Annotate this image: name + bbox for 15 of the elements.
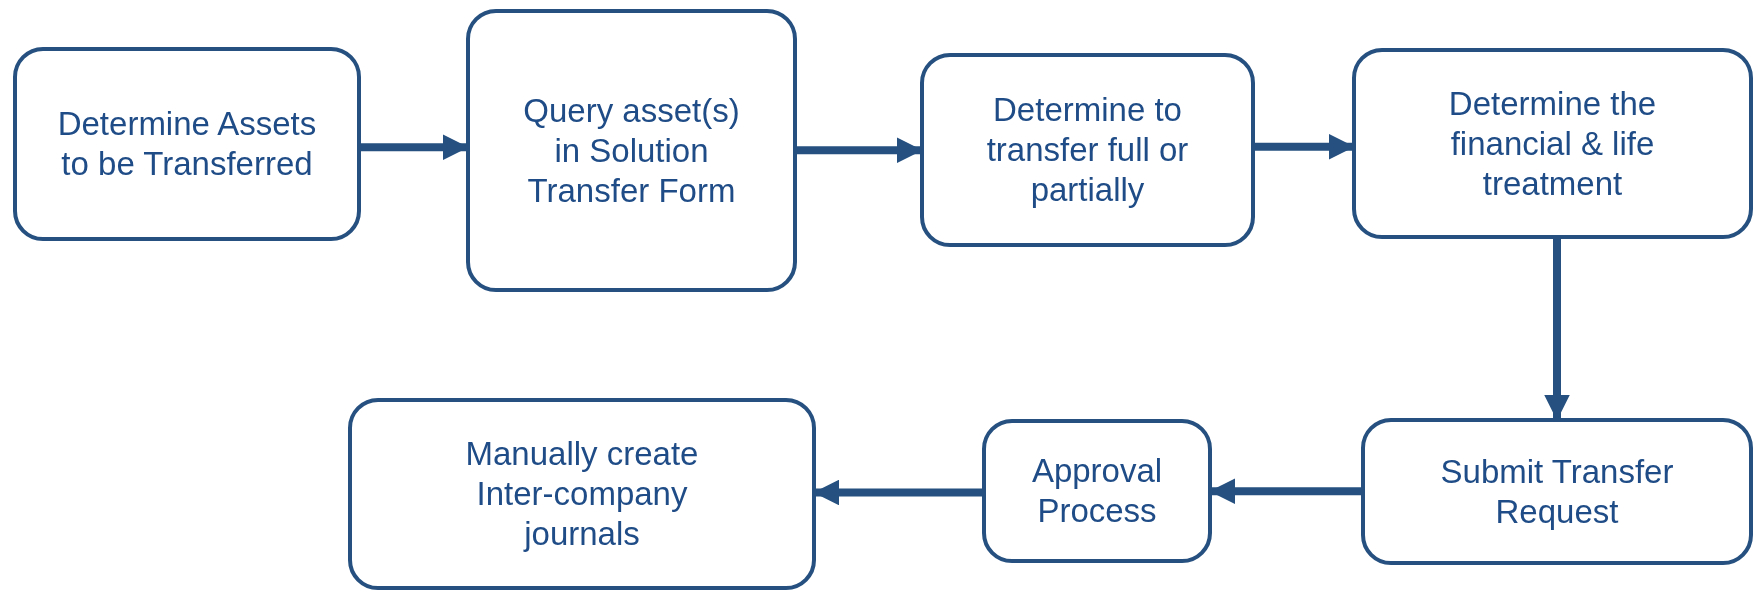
box-label: Submit Transfer Request <box>1439 451 1675 532</box>
arrow <box>1544 239 1570 421</box>
process-box <box>1352 48 1753 239</box>
box-label: Determine Assets to be Transferred <box>57 104 317 184</box>
box-label: Query asset(s) in Solution Transfer Form <box>522 90 741 211</box>
process-box <box>982 419 1212 563</box>
box-label: Determine to transfer full or partially <box>985 90 1190 210</box>
box-label: Determine the financial & life treatment <box>1447 83 1658 204</box>
process-box <box>13 47 361 241</box>
process-box <box>466 9 797 292</box>
process-box <box>1361 418 1753 565</box>
box-label: Manually create Inter-company journals <box>464 434 700 554</box>
box-label: Approval Process <box>1030 451 1164 531</box>
process-box <box>920 53 1255 247</box>
process-box <box>348 398 816 590</box>
